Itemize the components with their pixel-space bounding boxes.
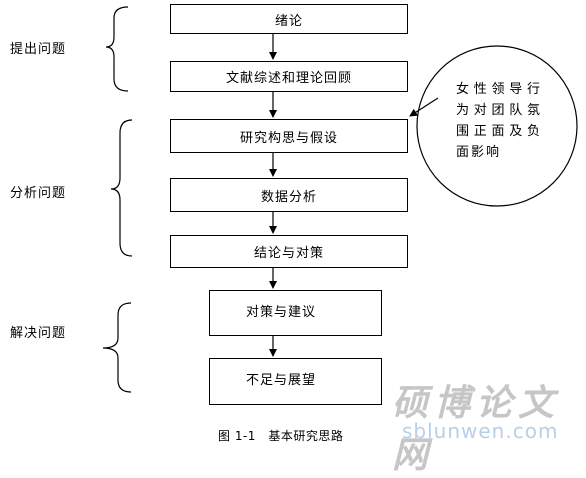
box-analysis: 数据分析 bbox=[170, 178, 408, 212]
box-conclusion: 结论与对策 bbox=[170, 235, 408, 268]
box-design-label: 研究构思与假设 bbox=[239, 130, 338, 146]
topic-text: 女性领导行 为对团队氛 围正面及负 面影响 bbox=[456, 79, 542, 163]
connector-layer bbox=[102, 6, 578, 393]
box-intro: 绪论 bbox=[170, 4, 408, 34]
stage-label-pose: 提出问题 bbox=[10, 42, 67, 57]
box-design: 研究构思与假设 bbox=[170, 119, 408, 153]
stage-label-analyze: 分析问题 bbox=[10, 186, 67, 201]
watermark-domain: sblunwen.com bbox=[402, 419, 559, 443]
topic-circle bbox=[416, 45, 578, 207]
figure-caption: 图 1-1 基本研究思路 bbox=[218, 429, 344, 443]
box-limitations-label: 不足与展望 bbox=[246, 373, 317, 388]
arrow-topic-to-design bbox=[409, 97, 439, 117]
box-limitations: 不足与展望 bbox=[209, 358, 382, 405]
topic-line: 为对团队氛 bbox=[456, 103, 542, 118]
topic-line: 面影响 bbox=[456, 145, 502, 160]
box-literature: 文献综述和理论回顾 bbox=[170, 61, 408, 92]
brace-pose bbox=[105, 6, 129, 92]
topic-line: 围正面及负 bbox=[456, 124, 542, 139]
stage-label-solve: 解决问题 bbox=[10, 326, 67, 341]
brace-analyze bbox=[110, 119, 133, 257]
box-suggestions-label: 对策与建议 bbox=[246, 305, 317, 320]
box-conclusion-label: 结论与对策 bbox=[253, 246, 324, 261]
box-analysis-label: 数据分析 bbox=[260, 189, 317, 205]
brace-solve bbox=[102, 302, 132, 393]
box-literature-label: 文献综述和理论回顾 bbox=[225, 71, 352, 86]
box-intro-label: 绪论 bbox=[274, 13, 303, 29]
box-suggestions: 对策与建议 bbox=[209, 290, 382, 336]
topic-line: 女性领导行 bbox=[456, 82, 542, 97]
